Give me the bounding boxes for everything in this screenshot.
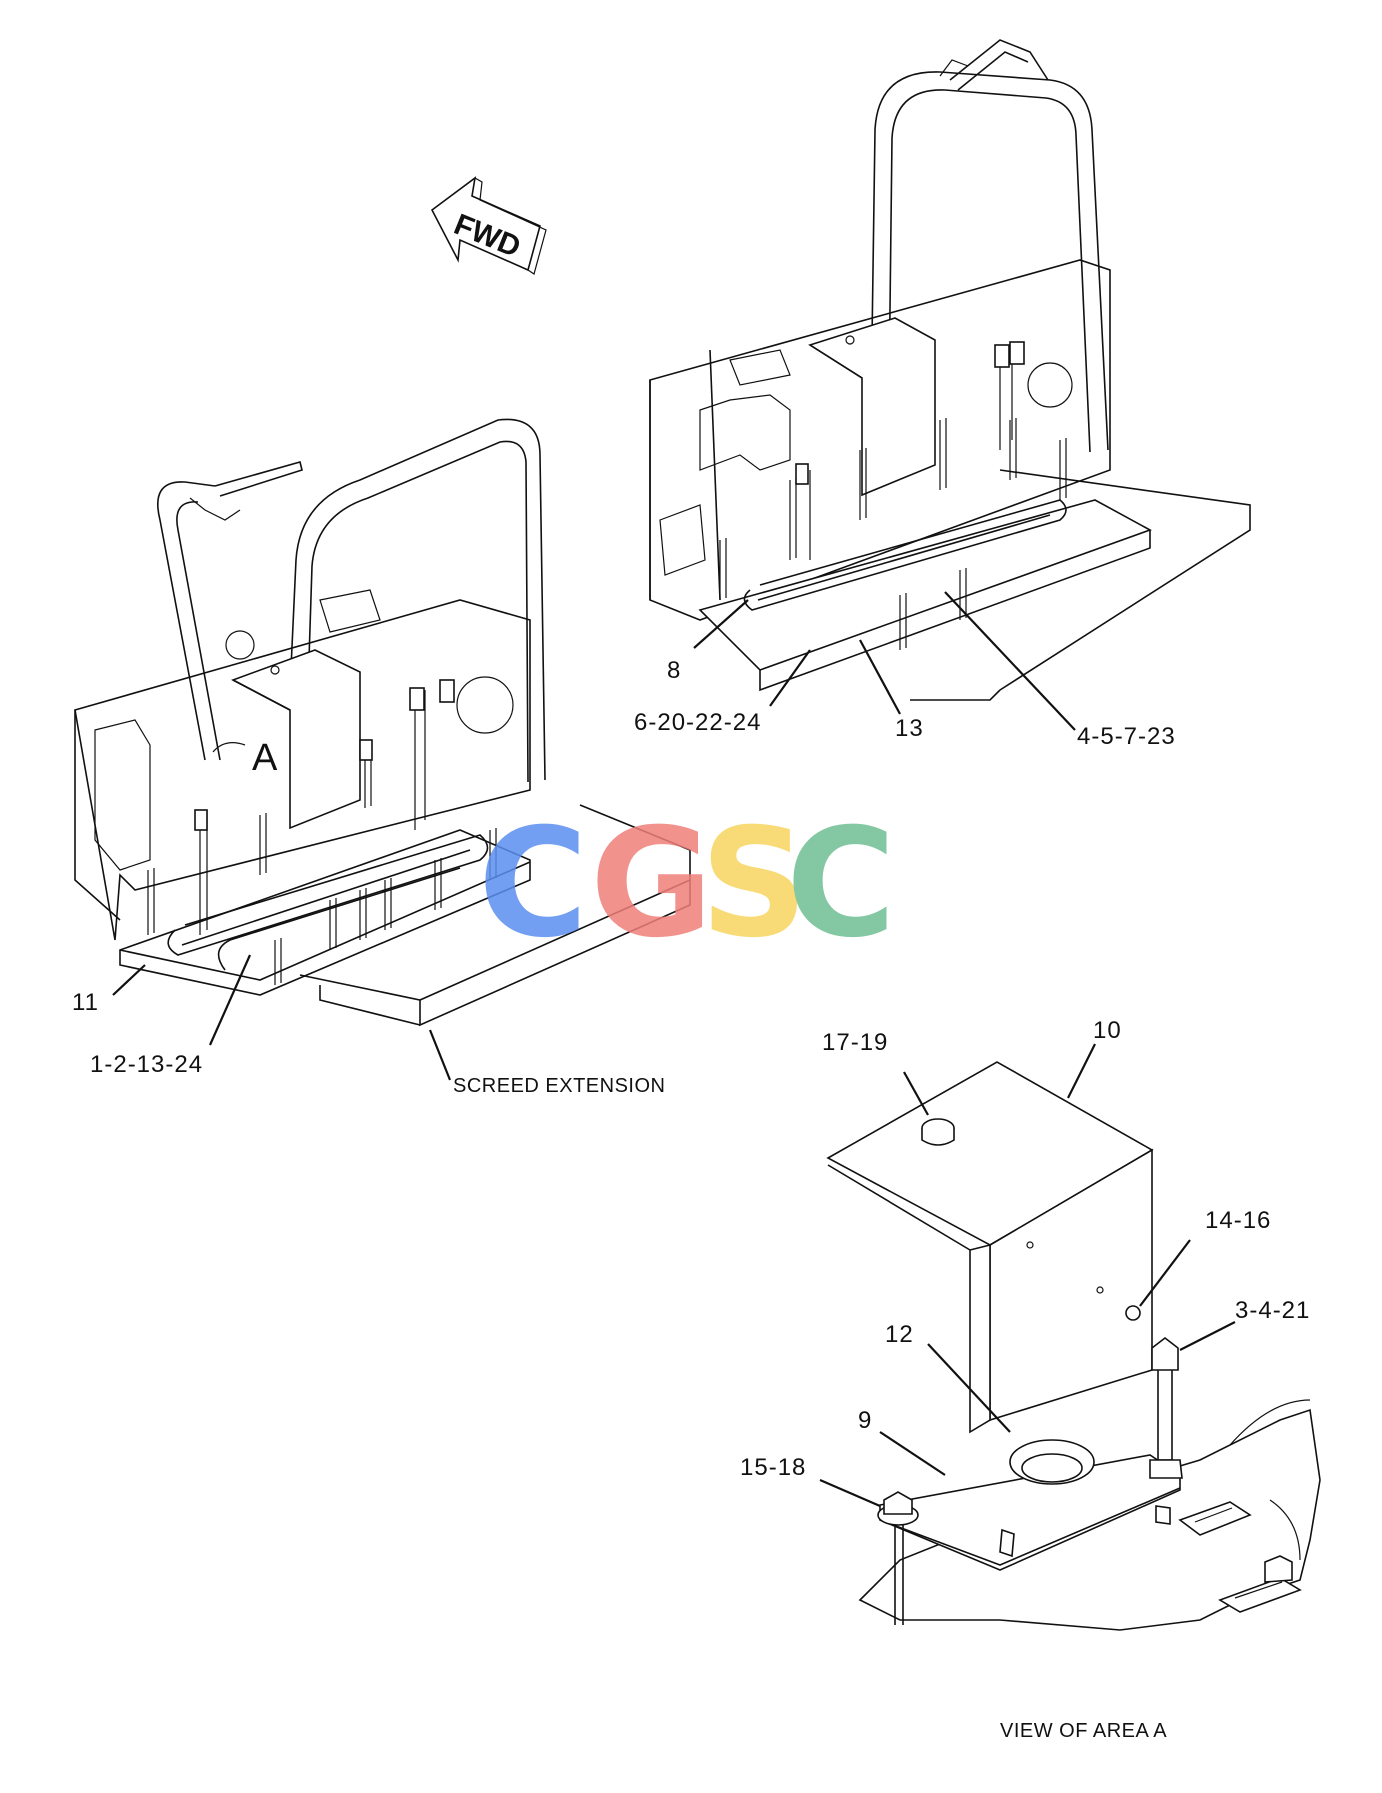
area-marker-label: A bbox=[252, 737, 278, 779]
view-of-area-a-label: VIEW OF AREA A bbox=[1000, 1720, 1167, 1742]
watermark-letter-4: C bbox=[786, 797, 896, 971]
callout-3-4-21: 3-4-21 bbox=[1235, 1297, 1310, 1324]
forward-arrow-icon: FWD bbox=[430, 176, 547, 275]
callout-13: 13 bbox=[895, 715, 924, 742]
callout-labels: 8 6-20-22-24 13 4-5-7-23 11 1-2-13-24 17… bbox=[72, 657, 1310, 1481]
screed-extension-label: SCREED EXTENSION bbox=[453, 1075, 665, 1097]
callout-14-16: 14-16 bbox=[1205, 1207, 1271, 1234]
callout-15-18: 15-18 bbox=[740, 1454, 806, 1481]
callout-9: 9 bbox=[858, 1407, 872, 1434]
cgsc-watermark-logo: C G S C bbox=[478, 797, 896, 971]
area-a-detail-view: VIEW OF AREA A bbox=[826, 1061, 1321, 1742]
callout-11: 11 bbox=[72, 989, 99, 1016]
watermark-letter-2: G bbox=[590, 797, 713, 971]
callout-4-5-7-23: 4-5-7-23 bbox=[1077, 723, 1176, 750]
upper-machine-assembly bbox=[649, 39, 1251, 701]
watermark-letter-3: S bbox=[700, 797, 808, 971]
callout-10: 10 bbox=[1093, 1017, 1122, 1044]
watermark-letter-1: C bbox=[478, 797, 588, 971]
callout-8: 8 bbox=[667, 657, 681, 684]
callout-1-2-13-24: 1-2-13-24 bbox=[90, 1051, 203, 1078]
callout-17-19: 17-19 bbox=[822, 1029, 888, 1056]
lower-machine-assembly: A SCREED EXTENSION bbox=[74, 418, 691, 1097]
leader-lines bbox=[112, 591, 1236, 1508]
callout-6-20-22-24: 6-20-22-24 bbox=[634, 709, 761, 736]
callout-12: 12 bbox=[885, 1321, 914, 1348]
